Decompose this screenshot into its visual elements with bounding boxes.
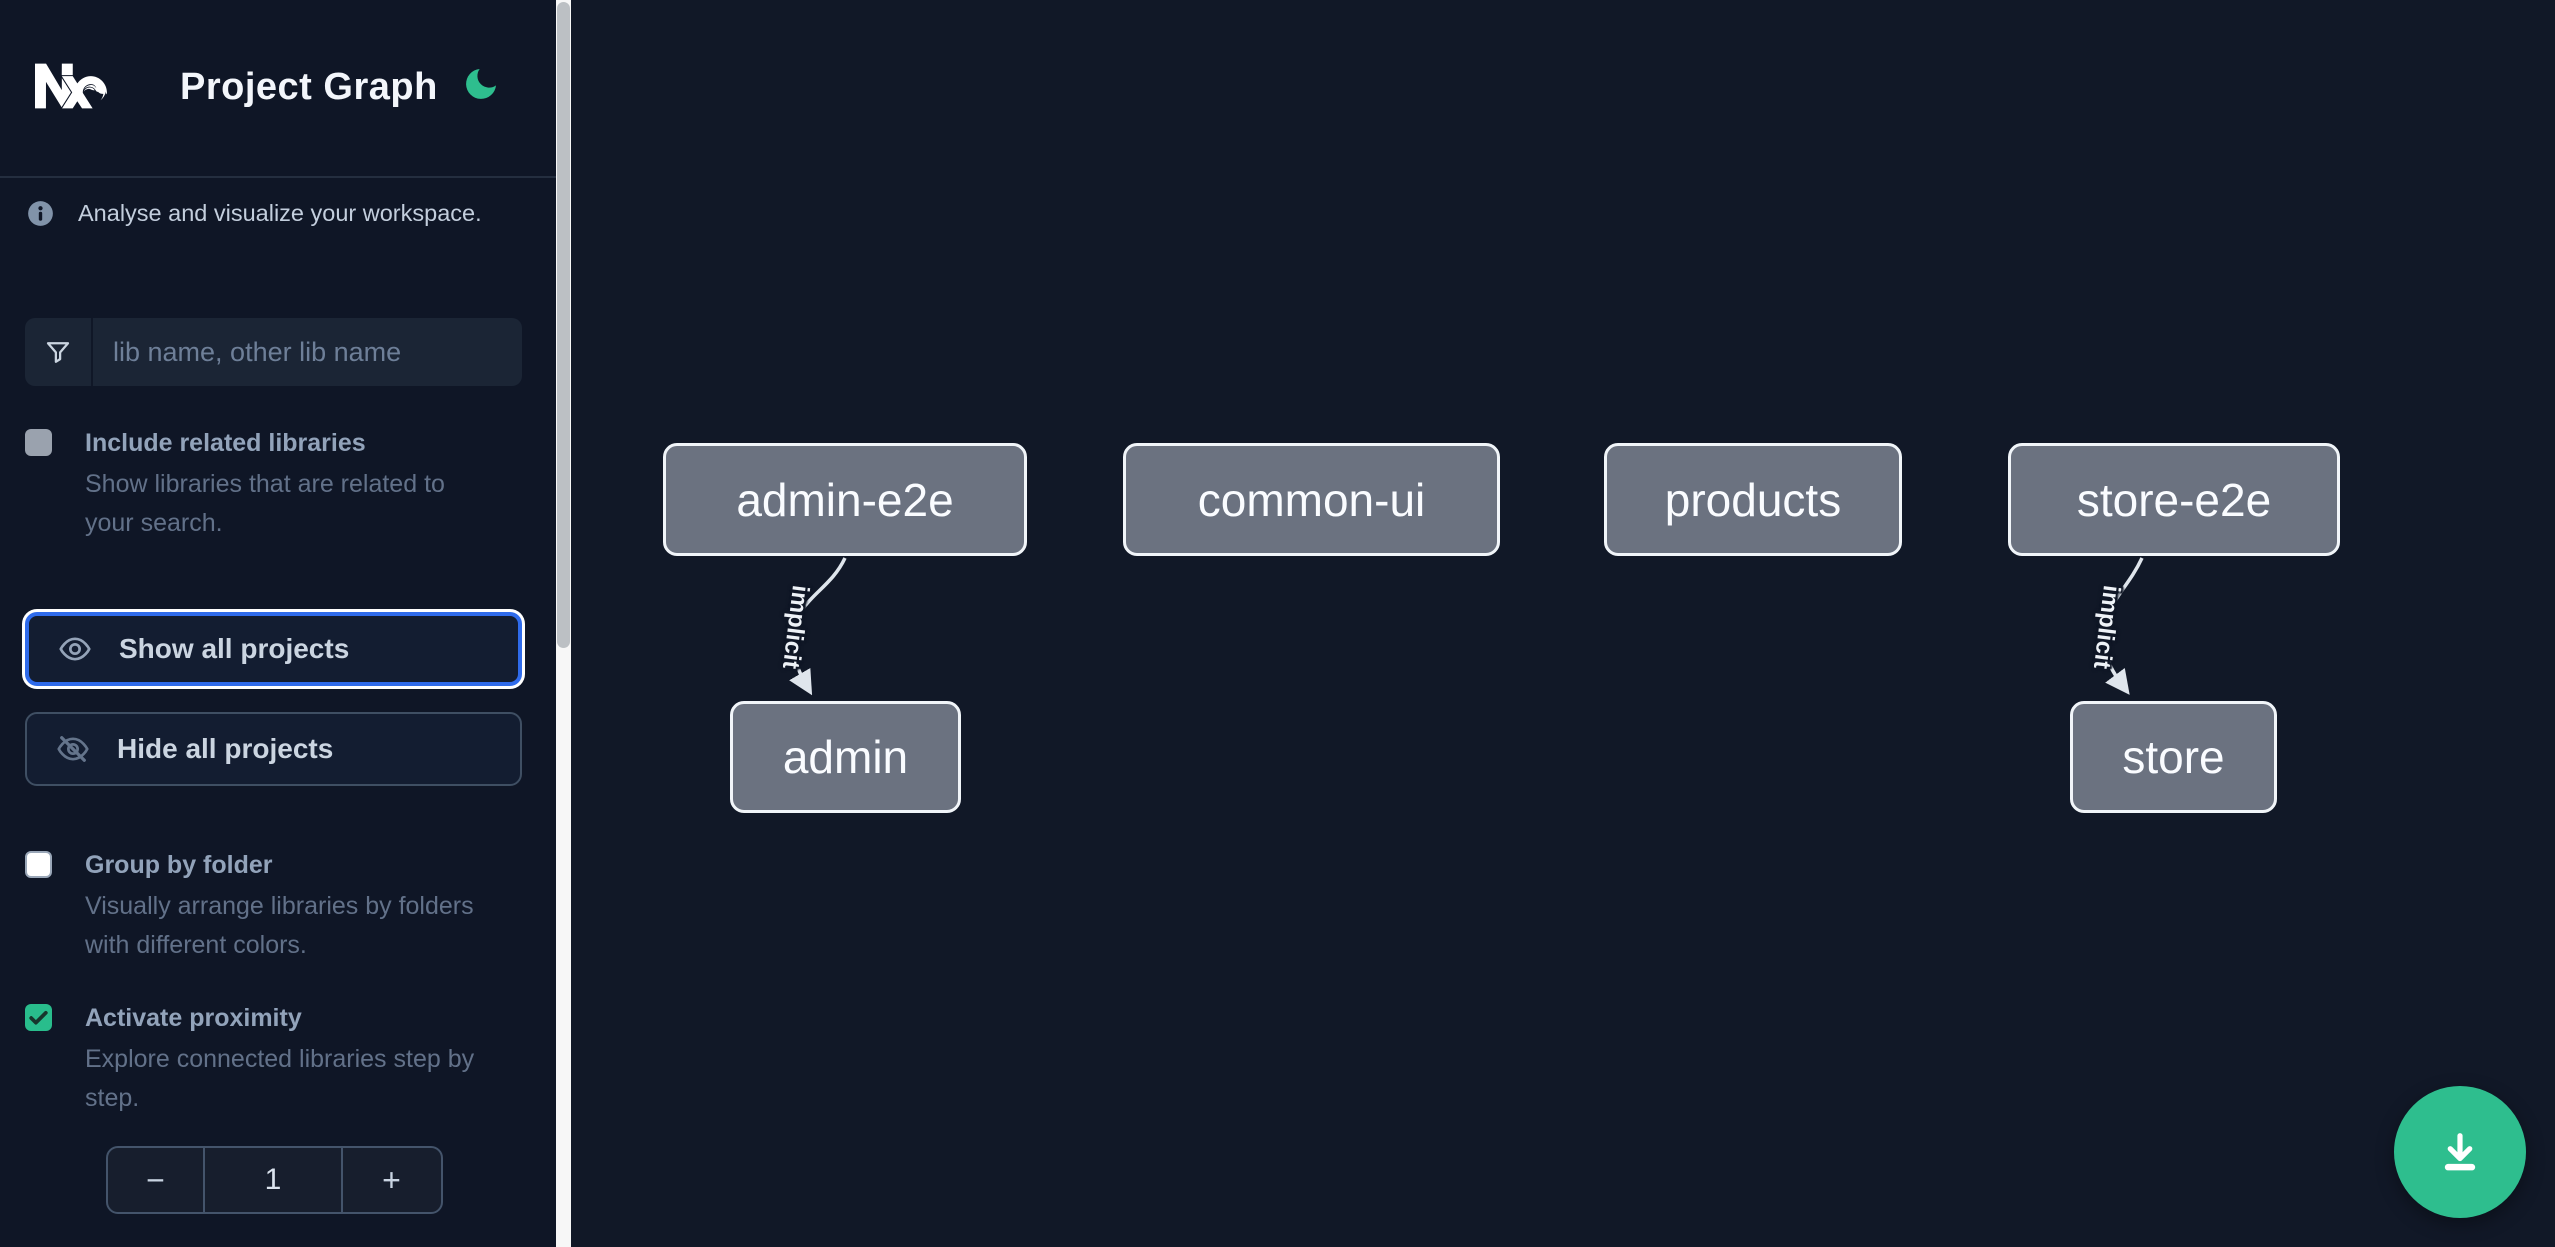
show-all-projects-button[interactable]: Show all projects [25, 612, 522, 686]
project-graph-canvas[interactable]: implicit implicit admin-e2e common-ui pr… [571, 0, 2555, 1247]
depth-value: 1 [205, 1148, 343, 1212]
node-admin[interactable]: admin [730, 701, 961, 813]
moon-icon [466, 68, 496, 99]
download-icon [2444, 1133, 2476, 1171]
download-graph-button[interactable] [2394, 1086, 2526, 1218]
group-by-folder-label: Group by folder [85, 851, 273, 879]
checkmark-icon [29, 1010, 48, 1025]
activate-proximity-label: Activate proximity [85, 1004, 302, 1032]
group-by-folder-description: Visually arrange libraries by folders wi… [85, 892, 474, 959]
node-store-e2e[interactable]: store-e2e [2008, 443, 2340, 556]
group-by-folder-toggle[interactable]: Group by folder Visually arrange librari… [25, 849, 495, 965]
eye-icon [59, 637, 91, 661]
include-related-toggle[interactable]: Include related libraries Show libraries… [25, 427, 495, 543]
include-related-description: Show libraries that are related to your … [85, 470, 445, 537]
hide-all-projects-button[interactable]: Hide all projects [25, 712, 522, 786]
node-admin-e2e[interactable]: admin-e2e [663, 443, 1027, 556]
activate-proximity-toggle[interactable]: Activate proximity Explore connected lib… [25, 1002, 495, 1118]
decrement-button[interactable]: − [108, 1148, 205, 1212]
edge-admin-e2e-to-admin [789, 557, 847, 696]
sidebar: Project Graph Analyse and visualize your… [0, 0, 556, 1247]
info-icon [28, 201, 53, 226]
eye-off-icon [57, 736, 89, 762]
node-products[interactable]: products [1604, 443, 1902, 556]
hide-all-projects-label: Hide all projects [117, 733, 334, 764]
show-all-projects-label: Show all projects [119, 633, 350, 664]
sidebar-scrollbar-track[interactable] [556, 0, 571, 1247]
node-store[interactable]: store [2070, 701, 2277, 813]
edge-store-e2e-to-store [2103, 557, 2144, 695]
project-filter [25, 318, 522, 386]
workspace-info-text: Analyse and visualize your workspace. [78, 200, 482, 226]
include-related-checkbox[interactable] [25, 429, 52, 456]
increment-button[interactable]: + [343, 1148, 440, 1212]
include-related-label: Include related libraries [85, 429, 366, 457]
activate-proximity-description: Explore connected libraries step by step… [85, 1045, 475, 1112]
sidebar-header: Project Graph [0, 0, 556, 178]
theme-toggle-button[interactable] [458, 62, 504, 108]
group-by-folder-checkbox[interactable] [25, 851, 52, 878]
node-common-ui[interactable]: common-ui [1123, 443, 1500, 556]
workspace-info: Analyse and visualize your workspace. [27, 200, 482, 227]
nx-logo-icon [35, 63, 107, 109]
funnel-filter-icon [46, 342, 70, 363]
page-title: Project Graph [180, 66, 438, 108]
filter-icon-cell [25, 318, 93, 386]
sidebar-scrollbar-thumb[interactable] [557, 2, 570, 648]
search-input[interactable] [93, 318, 522, 386]
graph-edges [789, 557, 2144, 696]
proximity-depth-stepper: − 1 + [106, 1146, 443, 1214]
activate-proximity-checkbox[interactable] [25, 1004, 52, 1031]
